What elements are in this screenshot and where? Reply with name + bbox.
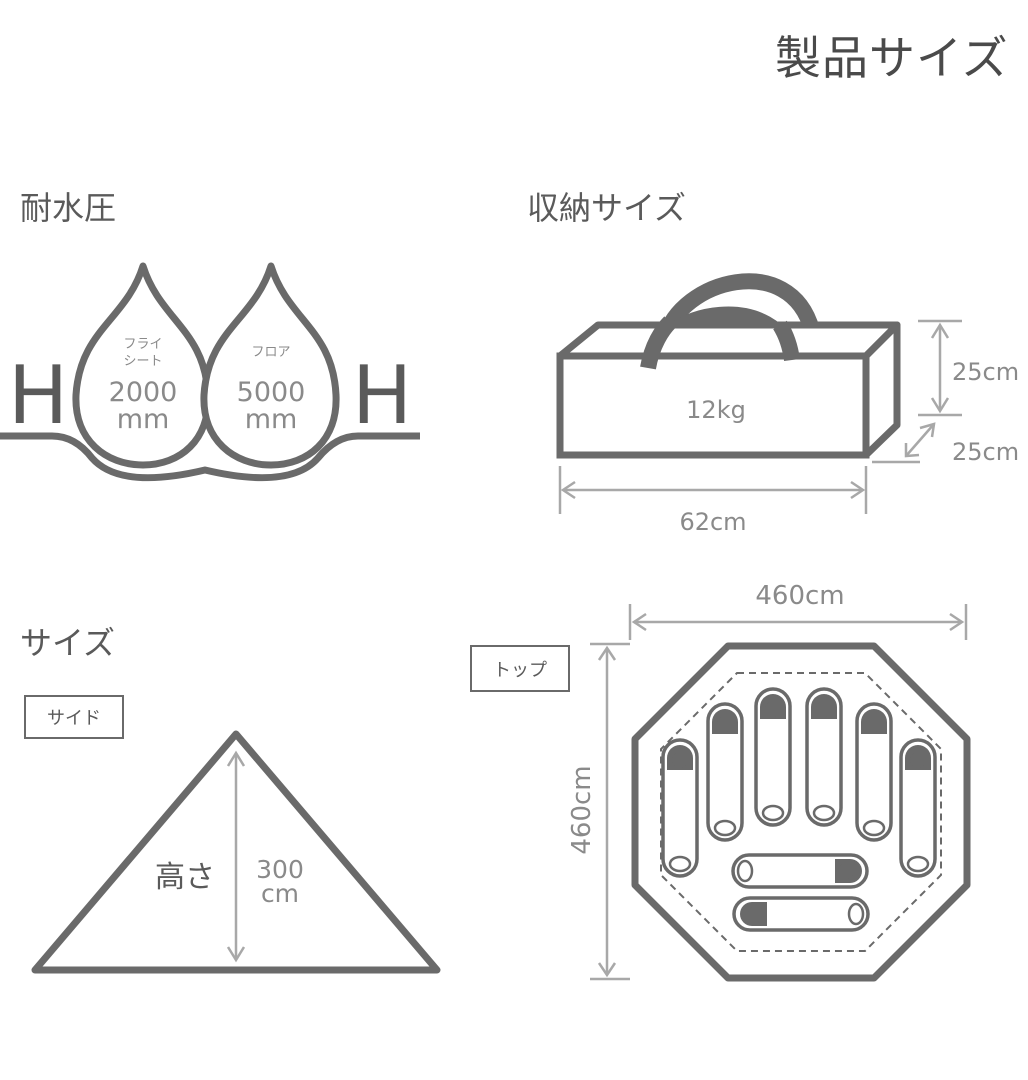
sleeping-bag-icon [805,687,843,827]
fly-label-1: フライ [123,337,162,352]
height-label: 高さ [155,860,215,895]
storage-width-label: 62cm [679,508,746,536]
storage-bag-icon: 12kg [556,273,901,459]
page-title: 製品サイズ [775,31,1009,85]
bag-top-face [556,321,901,360]
size-heading: サイズ [20,624,116,662]
floor-unit: mm [245,404,298,435]
storage-height-label: 25cm [952,358,1019,386]
floor-drop-icon [200,262,340,469]
fly-unit: mm [117,404,170,435]
storage-size-heading: 収納サイズ [527,189,687,227]
height-value: 300 [256,855,304,884]
fly-sheet-drop-icon [72,262,212,469]
floor-label: フロア [251,345,290,360]
ground-line-icon [0,432,420,482]
side-view-tent-icon [31,730,441,974]
sleeping-bag-icon [731,853,869,889]
storage-dimensions [558,319,962,514]
sleeping-bag-icon [661,738,699,878]
sleeping-bag-icon [855,702,893,842]
bag-weight: 12kg [686,396,746,424]
fly-value: 2000 [109,377,178,408]
sleeping-bag-icon [754,687,792,827]
h-letter-right: H [352,349,412,442]
fly-label-2: シート [123,354,162,369]
sleeping-bag-icon [899,738,937,878]
sleeping-bags [661,687,937,932]
top-view-dimensions [590,604,968,981]
bag-handle-back [657,273,820,341]
storage-depth-label: 25cm [952,438,1019,466]
height-unit: cm [261,879,299,908]
floor-value: 5000 [237,377,306,408]
sleeping-bag-icon [732,896,870,932]
top-width-label: 460cm [755,581,844,611]
sleeping-bag-icon [706,702,744,842]
water-resistance-heading: 耐水圧 [20,189,117,227]
h-letter-left: H [8,349,68,442]
side-view-tag: サイド [24,695,124,739]
top-view-tag: トップ [470,645,570,692]
top-depth-label: 460cm [567,765,597,854]
bag-front-face [556,352,870,459]
water-resistance-drops: H H フライ シート フロア 2000 mm 5000 mm [0,262,420,482]
